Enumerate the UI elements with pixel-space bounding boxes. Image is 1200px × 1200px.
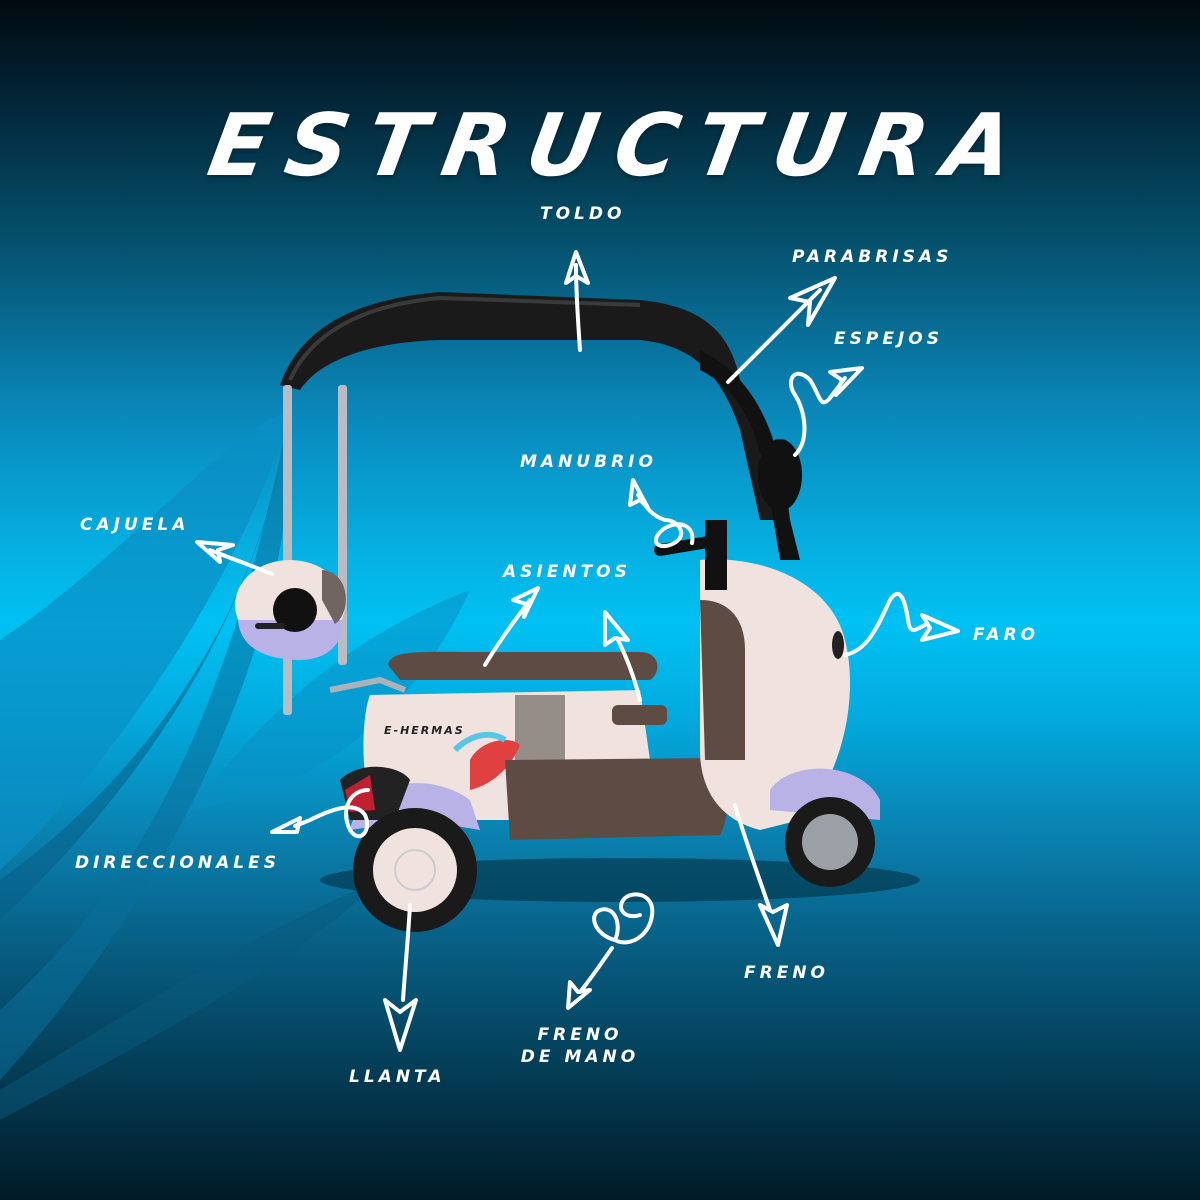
label-freno: FRENO xyxy=(744,963,829,983)
label-parabrisas: PARABRISAS xyxy=(792,247,953,267)
label-asientos: ASIENTOS xyxy=(503,562,631,582)
label-llanta: LLANTA xyxy=(349,1067,446,1087)
brand-decal: E-HERMAS xyxy=(384,724,465,737)
canopy-roof xyxy=(280,292,780,520)
label-cajuela: CAJUELA xyxy=(80,515,190,535)
label-freno-de-mano-line2: DE MANO xyxy=(520,1047,640,1067)
label-faro: FARO xyxy=(973,625,1040,645)
label-freno-de-mano-line1: FRENO xyxy=(537,1025,623,1045)
label-espejos: ESPEJOS xyxy=(834,329,943,349)
label-direccionales: DIRECCIONALES xyxy=(75,853,280,873)
label-manubrio: MANUBRIO xyxy=(520,452,657,472)
label-freno-de-mano: FRENO DE MANO xyxy=(505,1024,655,1068)
label-toldo: TOLDO xyxy=(540,204,626,224)
